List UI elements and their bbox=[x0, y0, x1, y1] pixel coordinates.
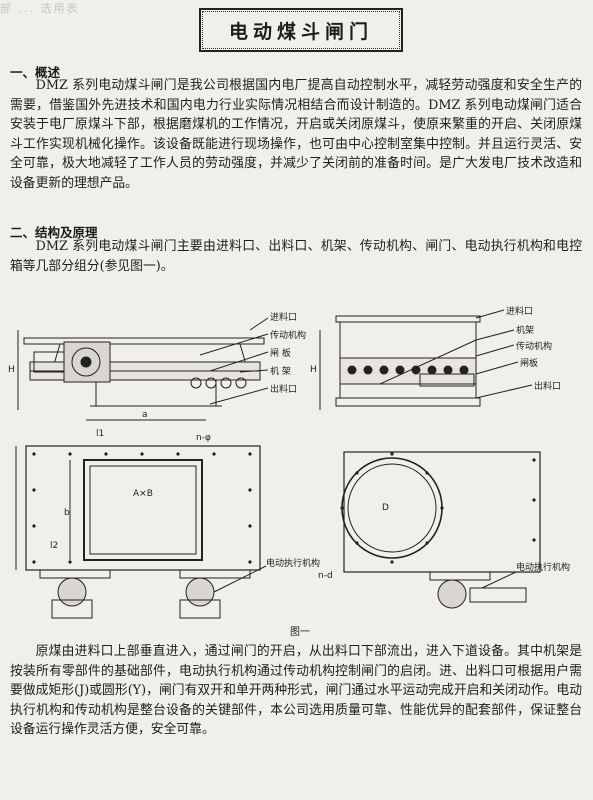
dim-b: b bbox=[64, 508, 70, 518]
dim-D: D bbox=[382, 503, 389, 513]
structure-intro-paragraph: DMZ 系列电动煤斗闸门主要由进料口、出料口、机架、传动机构、闸门、电动执行机构… bbox=[10, 239, 582, 274]
dim-l1: l1 bbox=[96, 429, 104, 439]
label-left-transmission: 传动机构 bbox=[270, 329, 306, 341]
page-header-ghost: 部 ... 选用表 bbox=[0, 2, 80, 14]
label-actuator-right: 电动执行机构 bbox=[516, 561, 570, 573]
section-heading-structure: 二、结构及原理 bbox=[10, 225, 98, 240]
dim-H-left: H bbox=[8, 365, 15, 375]
dim-H-right: H bbox=[310, 365, 317, 375]
label-right-gate: 闸板 bbox=[520, 357, 538, 369]
title-frame: 电动煤斗闸门 bbox=[199, 8, 403, 52]
label-left-gate: 闸 板 bbox=[270, 347, 291, 359]
dim-l2: l2 bbox=[50, 541, 58, 551]
label-right-outlet: 出料口 bbox=[534, 380, 561, 392]
page-title: 电动煤斗闸门 bbox=[228, 21, 373, 43]
label-left-inlet: 进料口 bbox=[270, 311, 297, 323]
label-actuator-left: 电动执行机构 bbox=[266, 557, 320, 569]
dim-a: a bbox=[142, 410, 148, 420]
dim-nphi: n-φ bbox=[196, 433, 211, 443]
overview-paragraph: DMZ 系列电动煤斗闸门是我公司根据国内电厂提高自动控制水平，减轻劳动强度和安全… bbox=[10, 78, 582, 191]
label-right-transmission: 传动机构 bbox=[516, 340, 552, 352]
label-left-frame: 机 架 bbox=[270, 365, 291, 377]
left-elevation-drawing: H bbox=[8, 317, 269, 410]
dim-nd: n-d bbox=[318, 571, 333, 581]
figure-caption: 图一 bbox=[290, 627, 310, 638]
right-plan-drawing: D n-d bbox=[318, 451, 541, 609]
label-right-inlet: 进料口 bbox=[506, 305, 533, 317]
left-plan-drawing: a n-φ l1 A×B b l2 bbox=[15, 410, 267, 619]
label-left-outlet: 出料口 bbox=[270, 383, 297, 395]
structure-body-paragraph: 原煤由进料口上部垂直进入，通过闸门的开启，从出料口下部流出，进入下道设备。其中机… bbox=[10, 644, 582, 738]
label-right-frame: 机架 bbox=[516, 324, 534, 336]
right-elevation-drawing: H bbox=[310, 309, 533, 410]
dim-axb: A×B bbox=[133, 489, 153, 499]
section-heading-overview: 一、概述 bbox=[10, 65, 61, 80]
figure-1: H 进料口 传动机构 闸 板 机 架 出料口 H bbox=[0, 300, 593, 660]
